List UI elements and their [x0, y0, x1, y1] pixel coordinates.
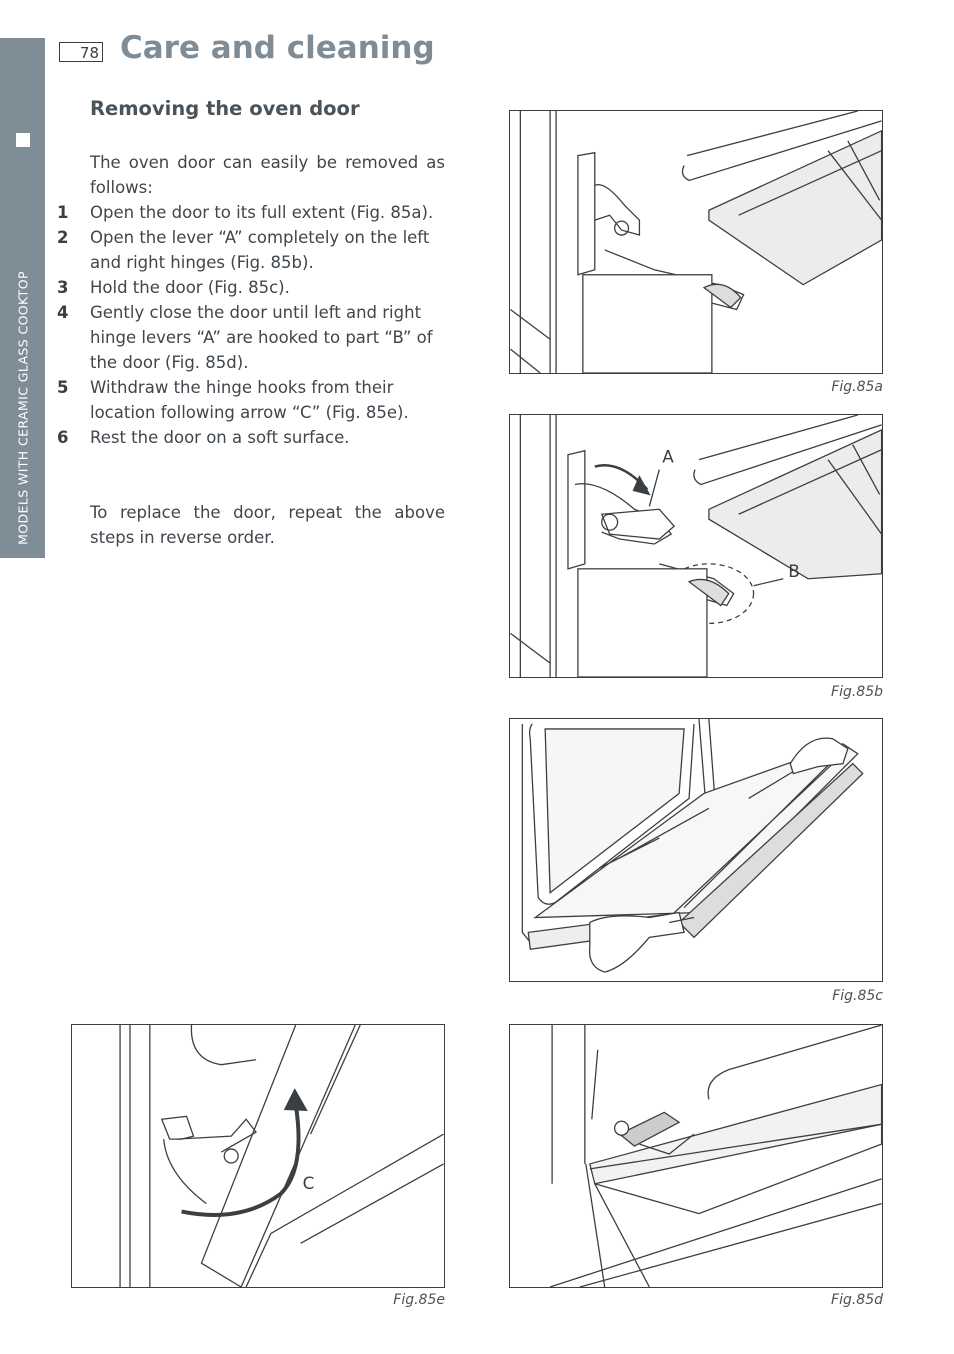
page-number: 78 [59, 42, 103, 62]
replace-note: To replace the door, repeat the above st… [90, 503, 445, 547]
step-number: 2 [57, 228, 69, 247]
withdraw-hinge-illustration: C [119, 1025, 444, 1287]
step-item: 4 Gently close the door until left and r… [55, 300, 455, 375]
steps-list: 1 Open the door to its full extent (Fig.… [55, 200, 455, 450]
step-number: 3 [57, 278, 69, 297]
figure-caption: Fig.85e [393, 1292, 445, 1308]
step-text: Open the lever “A” completely on the lef… [90, 228, 430, 272]
figure-caption: Fig.85c [832, 988, 883, 1004]
step-text: Open the door to its full extent (Fig. 8… [90, 203, 434, 222]
sidebar-tab: MODELS WITH CERAMIC GLASS COOKTOP [0, 38, 45, 558]
step-text: Withdraw the hinge hooks from their loca… [90, 378, 409, 422]
step-item: 2 Open the lever “A” completely on the l… [55, 225, 455, 275]
hold-door-illustration [521, 719, 864, 973]
step-text: Hold the door (Fig. 85c). [90, 278, 290, 297]
sidebar-marker [16, 133, 30, 147]
page-title: Care and cleaning [120, 30, 435, 66]
figure-85b: A B [509, 414, 883, 678]
step-item: 1 Open the door to its full extent (Fig.… [55, 200, 455, 225]
step-number: 6 [57, 428, 69, 447]
figure-85e: C [71, 1024, 445, 1288]
figure-caption: Fig.85d [831, 1292, 883, 1308]
figure-caption: Fig.85a [831, 379, 883, 395]
section-heading: Removing the oven door [90, 97, 360, 120]
label-c: C [303, 1173, 315, 1193]
hinge-open-illustration [510, 111, 882, 373]
step-item: 6 Rest the door on a soft surface. [55, 425, 455, 450]
hinge-lever-illustration: A B [510, 415, 882, 677]
close-door-illustration [549, 1025, 882, 1287]
step-number: 4 [57, 303, 69, 322]
step-item: 5 Withdraw the hinge hooks from their lo… [55, 375, 455, 425]
step-number: 1 [57, 203, 69, 222]
figure-85c [509, 718, 883, 982]
label-b: B [788, 561, 800, 581]
intro-text: The oven door can easily be removed as f… [90, 153, 445, 197]
sidebar-label: MODELS WITH CERAMIC GLASS COOKTOP [15, 271, 31, 545]
figure-85a [509, 110, 883, 374]
step-text: Gently close the door until left and rig… [90, 303, 433, 372]
figure-caption: Fig.85b [831, 684, 883, 700]
step-number: 5 [57, 378, 69, 397]
label-a: A [662, 447, 674, 467]
step-text: Rest the door on a soft surface. [90, 428, 350, 447]
step-item: 3 Hold the door (Fig. 85c). [55, 275, 455, 300]
figure-85d [509, 1024, 883, 1288]
